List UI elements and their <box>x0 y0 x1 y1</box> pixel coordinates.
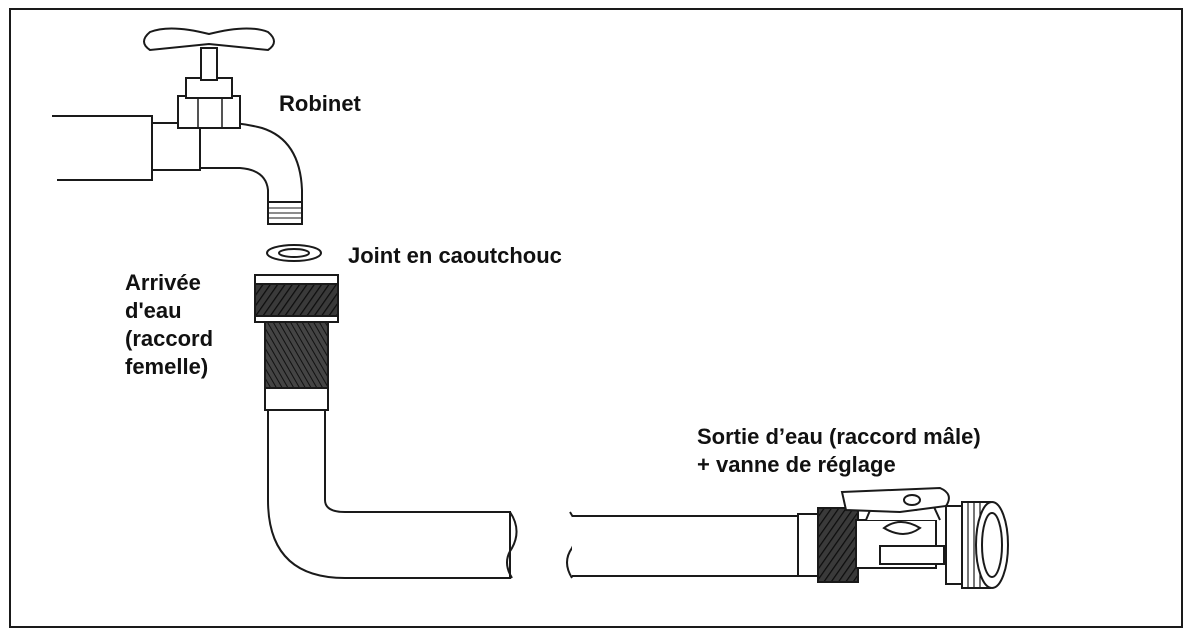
label-water-inlet-line: d'eau <box>125 298 182 323</box>
label-water-inlet: Arrivée d'eau (raccord femelle) <box>125 269 213 381</box>
hose-connection-diagram <box>52 27 1009 589</box>
rubber-washer-drawing <box>266 244 322 262</box>
label-water-outlet-line: Sortie d’eau (raccord mâle) <box>697 424 981 449</box>
label-water-inlet-line: Arrivée <box>125 270 201 295</box>
label-water-inlet-line: (raccord <box>125 326 214 351</box>
hose-outlet-valve-drawing <box>797 486 1009 589</box>
label-water-outlet-line: + vanne de réglage <box>697 452 896 477</box>
label-rubber-washer: Joint en caoutchouc <box>348 243 562 268</box>
hose-inlet-drawing <box>254 274 801 579</box>
label-water-outlet: Sortie d’eau (raccord mâle) + vanne de r… <box>697 423 981 479</box>
label-water-inlet-line: femelle) <box>125 354 209 379</box>
label-faucet: Robinet <box>279 91 361 116</box>
faucet-drawing <box>52 27 303 225</box>
